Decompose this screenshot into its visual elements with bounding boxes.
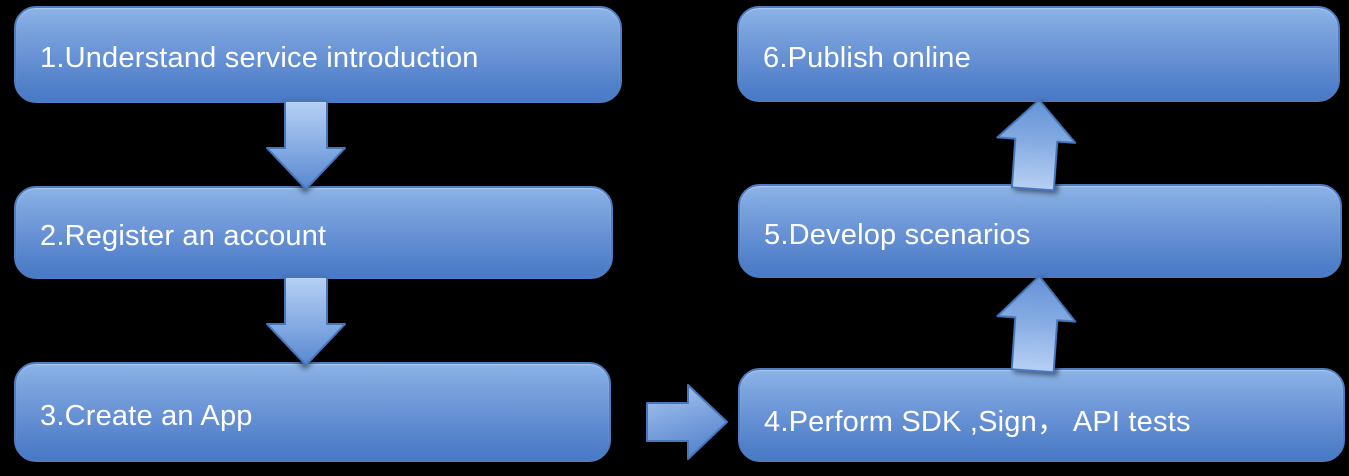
flow-step-5-label: 5.Develop scenarios	[764, 218, 1031, 251]
arrow-down-icon	[266, 100, 346, 190]
arrow-up-icon	[993, 95, 1079, 192]
arrow-up-icon	[993, 271, 1080, 374]
flow-step-1-label: 1.Understand service introduction	[40, 42, 479, 74]
arrow-right-icon	[646, 384, 728, 460]
flow-step-4: 4.Perform SDK ,Sign， API tests	[738, 368, 1345, 462]
flow-step-6-label: 6.Publish online	[763, 41, 971, 74]
flow-step-4-label: 4.Perform SDK ,Sign， API tests	[764, 406, 1191, 438]
flow-step-2: 2.Register an account	[14, 186, 613, 279]
flow-step-3-label: 3.Create an App	[40, 399, 253, 432]
flow-step-3: 3.Create an App	[14, 362, 611, 462]
flow-step-1: 1.Understand service introduction	[14, 6, 622, 103]
arrow-down-icon	[266, 276, 346, 366]
flow-step-6: 6.Publish online	[737, 6, 1340, 102]
flow-step-2-label: 2.Register an account	[40, 220, 327, 252]
flow-step-5: 5.Develop scenarios	[738, 184, 1342, 278]
